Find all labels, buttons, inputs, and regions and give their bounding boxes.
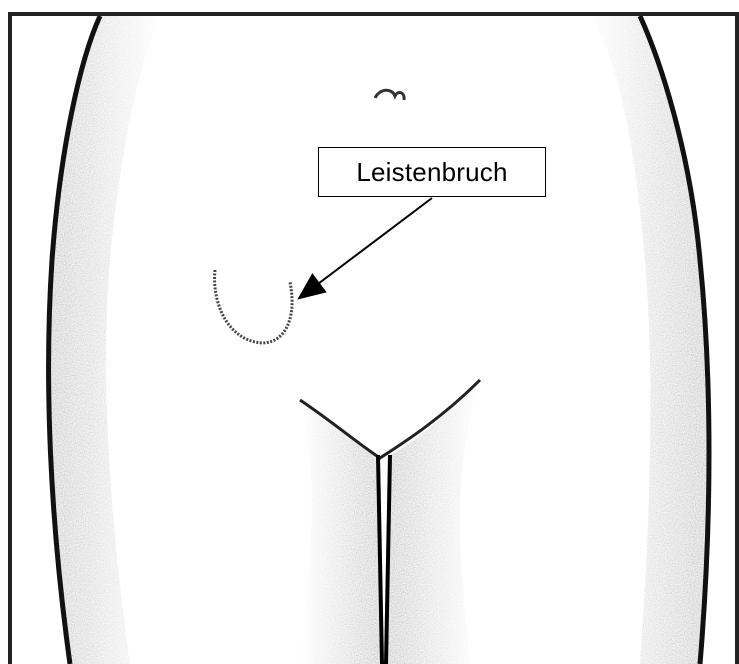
label-box: Leistenbruch <box>318 147 546 197</box>
left-groin-fold <box>300 400 382 664</box>
frame-top-border <box>8 12 739 16</box>
frame-right-border <box>735 12 739 664</box>
pointer-arrow <box>302 198 432 296</box>
right-body-contour <box>590 16 709 664</box>
navel <box>375 90 404 100</box>
hernia-bulge <box>215 270 292 343</box>
frame-left-border <box>8 12 12 664</box>
hernia-label: Leistenbruch <box>356 157 507 188</box>
left-body-contour <box>49 16 160 664</box>
